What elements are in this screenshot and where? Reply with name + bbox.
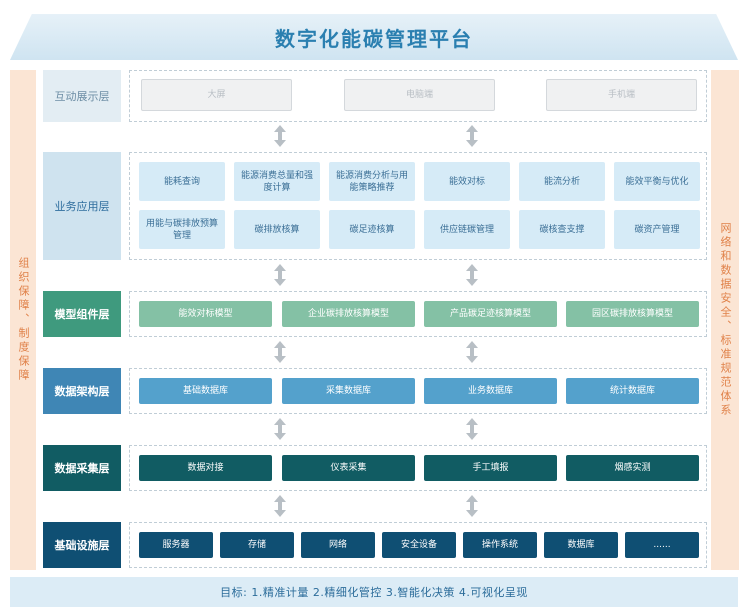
goal-text: 目标: 1.精准计量 2.精细化管控 3.智能化决策 4.可视化呈现 bbox=[220, 586, 528, 599]
data-item: 基础数据库 bbox=[139, 378, 272, 404]
display-item-mobile: 手机端 bbox=[546, 79, 697, 111]
arrow-up-down-icon bbox=[466, 495, 478, 517]
app-item: 能流分析 bbox=[519, 162, 605, 201]
collect-item: 烟感实测 bbox=[566, 455, 699, 481]
infra-item: 数据库 bbox=[544, 532, 618, 558]
data-item: 统计数据库 bbox=[566, 378, 699, 404]
app-item: 碳资产管理 bbox=[614, 210, 700, 249]
left-pillar: 组织保障、制度保障 bbox=[10, 70, 36, 570]
collect-item: 数据对接 bbox=[139, 455, 272, 481]
arrow-up-down-icon bbox=[274, 264, 286, 286]
layer-label-data: 数据架构层 bbox=[43, 368, 121, 414]
right-pillar: 网络和数据安全、标准规范体系 bbox=[711, 70, 739, 570]
page-title: 数字化能碳管理平台 bbox=[275, 26, 473, 51]
collect-item: 仪表采集 bbox=[282, 455, 415, 481]
app-item: 能效平衡与优化 bbox=[614, 162, 700, 201]
arrow-up-down-icon bbox=[274, 418, 286, 440]
layer-label-display: 互动展示层 bbox=[43, 70, 121, 122]
model-item: 园区碳排放核算模型 bbox=[566, 301, 699, 327]
infra-item: 网络 bbox=[301, 532, 375, 558]
infra-item: ...... bbox=[625, 532, 699, 558]
left-pillar-text: 组织保障、制度保障 bbox=[17, 257, 30, 383]
layer-frame-infra bbox=[129, 522, 707, 568]
app-item: 碳足迹核算 bbox=[329, 210, 415, 249]
arrow-up-down-icon bbox=[466, 125, 478, 147]
infra-item: 安全设备 bbox=[382, 532, 456, 558]
layer-frame-collect bbox=[129, 445, 707, 491]
layer-frame-model bbox=[129, 291, 707, 337]
goal-footer: 目标: 1.精准计量 2.精细化管控 3.智能化决策 4.可视化呈现 bbox=[10, 577, 738, 607]
display-item-pc: 电脑端 bbox=[344, 79, 495, 111]
right-pillar-text: 网络和数据安全、标准规范体系 bbox=[719, 222, 732, 418]
title-banner: 数字化能碳管理平台 bbox=[10, 14, 738, 60]
arrow-up-down-icon bbox=[466, 264, 478, 286]
app-item: 能效对标 bbox=[424, 162, 510, 201]
layer-frame-data bbox=[129, 368, 707, 414]
app-item: 能耗查询 bbox=[139, 162, 225, 201]
infra-item: 存储 bbox=[220, 532, 294, 558]
arrow-up-down-icon bbox=[466, 341, 478, 363]
data-item: 采集数据库 bbox=[282, 378, 415, 404]
infra-item: 服务器 bbox=[139, 532, 213, 558]
app-item: 供应链碳管理 bbox=[424, 210, 510, 249]
layer-label-model: 模型组件层 bbox=[43, 291, 121, 337]
arrow-up-down-icon bbox=[274, 125, 286, 147]
app-item: 能源消费总量和强度计算 bbox=[234, 162, 320, 201]
layer-label-collect: 数据采集层 bbox=[43, 445, 121, 491]
app-item: 碳核查支撑 bbox=[519, 210, 605, 249]
model-item: 能效对标模型 bbox=[139, 301, 272, 327]
arrow-up-down-icon bbox=[466, 418, 478, 440]
app-item: 用能与碳排放预算管理 bbox=[139, 210, 225, 249]
data-item: 业务数据库 bbox=[424, 378, 557, 404]
model-item: 企业碳排放核算模型 bbox=[282, 301, 415, 327]
infra-item: 操作系统 bbox=[463, 532, 537, 558]
arrow-up-down-icon bbox=[274, 341, 286, 363]
display-item-big-screen: 大屏 bbox=[141, 79, 292, 111]
layer-label-infra: 基础设施层 bbox=[43, 522, 121, 568]
collect-item: 手工填报 bbox=[424, 455, 557, 481]
model-item: 产品碳足迹核算模型 bbox=[424, 301, 557, 327]
layer-frame-display bbox=[129, 70, 707, 122]
layer-label-app: 业务应用层 bbox=[43, 152, 121, 260]
app-item: 能源消费分析与用能策略推荐 bbox=[329, 162, 415, 201]
arrow-up-down-icon bbox=[274, 495, 286, 517]
app-item: 碳排放核算 bbox=[234, 210, 320, 249]
layer-frame-app bbox=[129, 152, 707, 260]
